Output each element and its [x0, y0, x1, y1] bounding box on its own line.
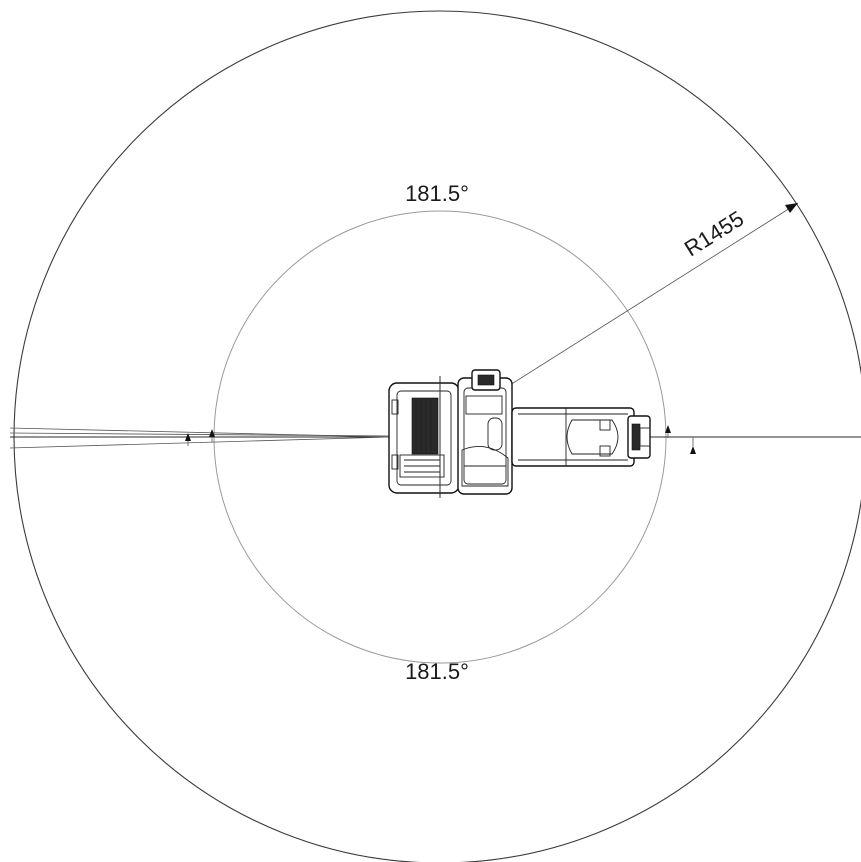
bottom-angle-label: 181.5° [405, 659, 469, 684]
top-angle-label: 181.5° [405, 181, 469, 206]
axis-markers [185, 425, 696, 454]
robot-top-view [388, 369, 651, 498]
radius-dimension [509, 202, 799, 386]
outer-radius-label: R1455 [680, 206, 748, 262]
